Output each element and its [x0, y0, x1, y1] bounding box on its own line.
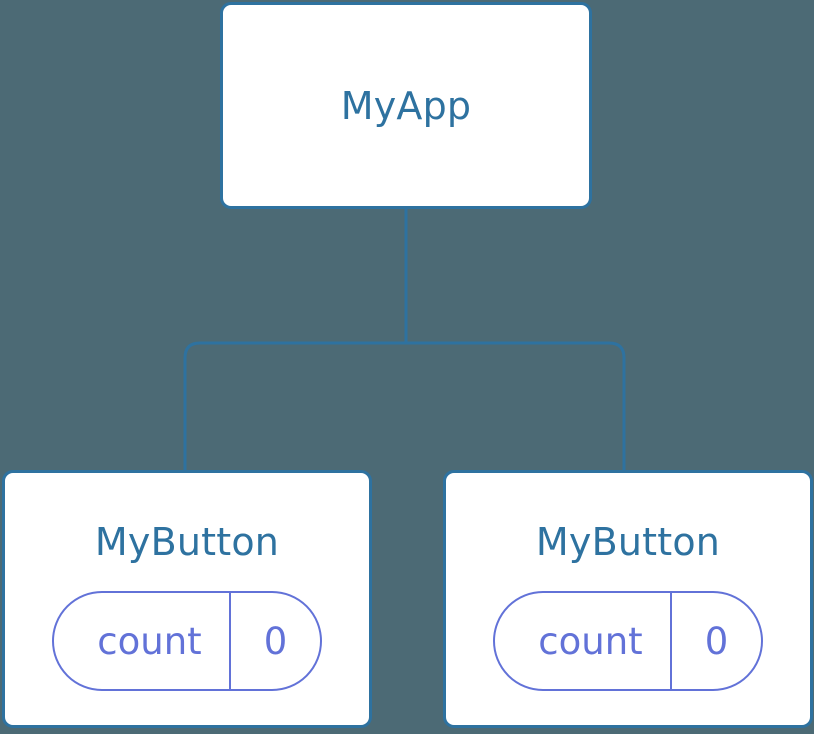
state-key: count: [97, 619, 202, 663]
state-value: 0: [229, 593, 320, 689]
node-title: MyButton: [535, 520, 721, 564]
node-mybutton-1[interactable]: MyButton count 0: [2, 470, 372, 728]
connector-to-child-1: [183, 341, 406, 470]
node-mybutton-2[interactable]: MyButton count 0: [443, 470, 813, 728]
node-myapp[interactable]: MyApp: [220, 2, 592, 209]
node-title: MyButton: [94, 520, 280, 564]
state-pill[interactable]: count 0: [493, 591, 763, 691]
state-value: 0: [670, 593, 761, 689]
state-key: count: [538, 619, 643, 663]
connector-to-child-2: [406, 341, 626, 470]
node-title: MyApp: [340, 83, 472, 128]
state-pill[interactable]: count 0: [52, 591, 322, 691]
